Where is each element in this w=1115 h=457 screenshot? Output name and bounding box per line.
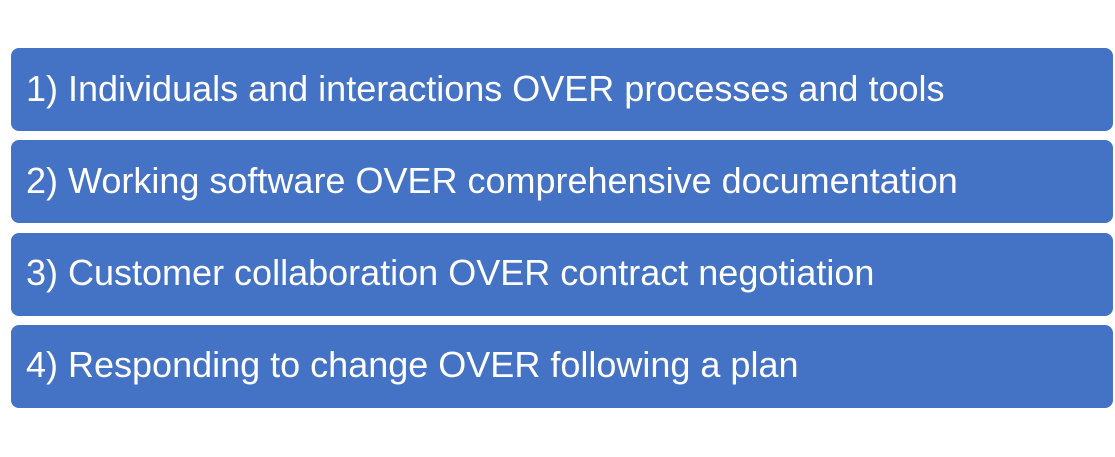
values-list: 1) Individuals and interactions OVER pro… <box>11 48 1113 408</box>
list-item-2-label: 2) Working software OVER comprehensive d… <box>26 159 958 201</box>
list-item-3-label: 3) Customer collaboration OVER contract … <box>26 252 875 294</box>
list-item-1-label: 1) Individuals and interactions OVER pro… <box>26 67 945 109</box>
list-item-4-label: 4) Responding to change OVER following a… <box>26 344 799 386</box>
list-item-3: 3) Customer collaboration OVER contract … <box>11 232 1113 316</box>
list-item-1: 1) Individuals and interactions OVER pro… <box>11 48 1113 131</box>
list-item-2: 2) Working software OVER comprehensive d… <box>11 140 1113 224</box>
list-item-4: 4) Responding to change OVER following a… <box>11 324 1113 408</box>
